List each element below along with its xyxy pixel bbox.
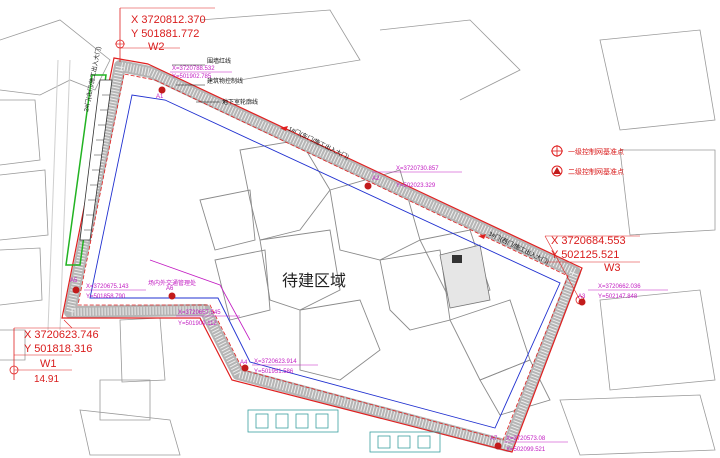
w3-x: X 3720684.553 [551,235,626,247]
secondary-point-a7: X=3720573.08 Y=502099.521 A7 [490,436,568,453]
svg-text:X=3720657.545: X=3720657.545 [178,310,221,316]
svg-text:A2: A2 [372,176,380,182]
svg-text:Y=501902.785: Y=501902.785 [172,74,212,80]
svg-text:Y=502023.329: Y=502023.329 [396,183,436,189]
legend-secondary-icon [551,165,563,177]
west-road [47,59,59,331]
w1-x: X 3720623.746 [24,329,99,341]
svg-text:X=3720662.036: X=3720662.036 [598,284,641,290]
legend-primary-label: 一级控制网基准点 [568,147,624,156]
existing-buildings [0,9,716,456]
svg-text:X=3720788.532: X=3720788.532 [172,66,215,72]
basement-line-label: 地下室轮廓线 [222,98,258,106]
w1-name: W1 [40,358,57,370]
secondary-point-a6: X=3720657.545 Y=501909.112 A6 [166,286,240,327]
road-strip [64,60,581,452]
svg-text:A5: A5 [70,278,78,284]
gate3-label: 3#门(西门/施工出入大门) [487,230,550,266]
svg-text:X=3720573.08: X=3720573.08 [506,436,546,442]
hatched-area [439,244,491,309]
svg-text:X=3720730.857: X=3720730.857 [396,166,439,172]
w2-y: Y 501881.772 [131,28,199,40]
svg-text:Y=501951.586: Y=501951.586 [254,369,294,375]
svg-text:A4: A4 [240,360,248,366]
w2-name: W2 [148,41,165,53]
road-strip-dots [66,62,579,450]
svg-text:A7: A7 [490,436,498,442]
secondary-point-a5: X=3720675.143 Y=501858.790 A5 [70,278,146,300]
main-label: 待建区域 [282,272,346,290]
gate-markers [280,126,486,239]
legend-secondary-label: 二级控制网基准点 [568,167,624,176]
control-point-w1: X 3720623.746 Y 501818.316 W1 14.91 [9,319,100,385]
building-line-label: 建筑物控制线 [207,77,243,85]
site-area-label: 场内外交通管理处 [148,279,196,287]
secondary-point-a3: X=3720662.036 Y=502147.848 A3 [578,284,668,306]
control-point-w2: X 3720812.370 Y 501881.772 W2 [115,7,215,62]
w2-x: X 3720812.370 [131,14,206,26]
building-control-line [77,73,569,441]
svg-text:A6: A6 [166,286,174,292]
svg-text:Y=501858.790: Y=501858.790 [86,294,126,300]
svg-text:X=3720623.914: X=3720623.914 [254,359,297,365]
w3-name: W3 [604,262,621,274]
secondary-point-a2: X=3720730.857 Y=502023.329 A2 [364,166,462,190]
magenta-inner-line [149,259,251,341]
basement-outline [89,94,561,429]
svg-text:Y=501909.112: Y=501909.112 [178,321,217,327]
w1-y: Y 501818.316 [24,343,92,355]
secondary-point-a4: X=3720623.914 Y=501951.586 A4 [240,359,318,375]
w1-elev: 14.91 [34,374,59,385]
legend: 一级控制网基准点 二级控制网基准点 [551,145,624,177]
wall-label: 围墙红线 [207,57,231,65]
top-annotations: 围墙红线 建筑物控制线 地下室轮廓线 [172,57,258,106]
svg-text:A3: A3 [578,294,586,300]
west-road-2 [59,59,71,331]
svg-text:Y=502099.521: Y=502099.521 [506,447,546,453]
green-strip [65,74,113,266]
secondary-point-a1: X=3720788.532 Y=501902.785 A1 [156,66,232,100]
w3-y: Y 502125.521 [551,249,619,261]
svg-text:Y=502147.848: Y=502147.848 [598,294,638,300]
svg-text:X=3720675.143: X=3720675.143 [86,284,129,290]
svg-text:A1: A1 [156,94,164,100]
bottom-buildings [247,409,441,453]
legend-primary-icon [551,145,563,157]
